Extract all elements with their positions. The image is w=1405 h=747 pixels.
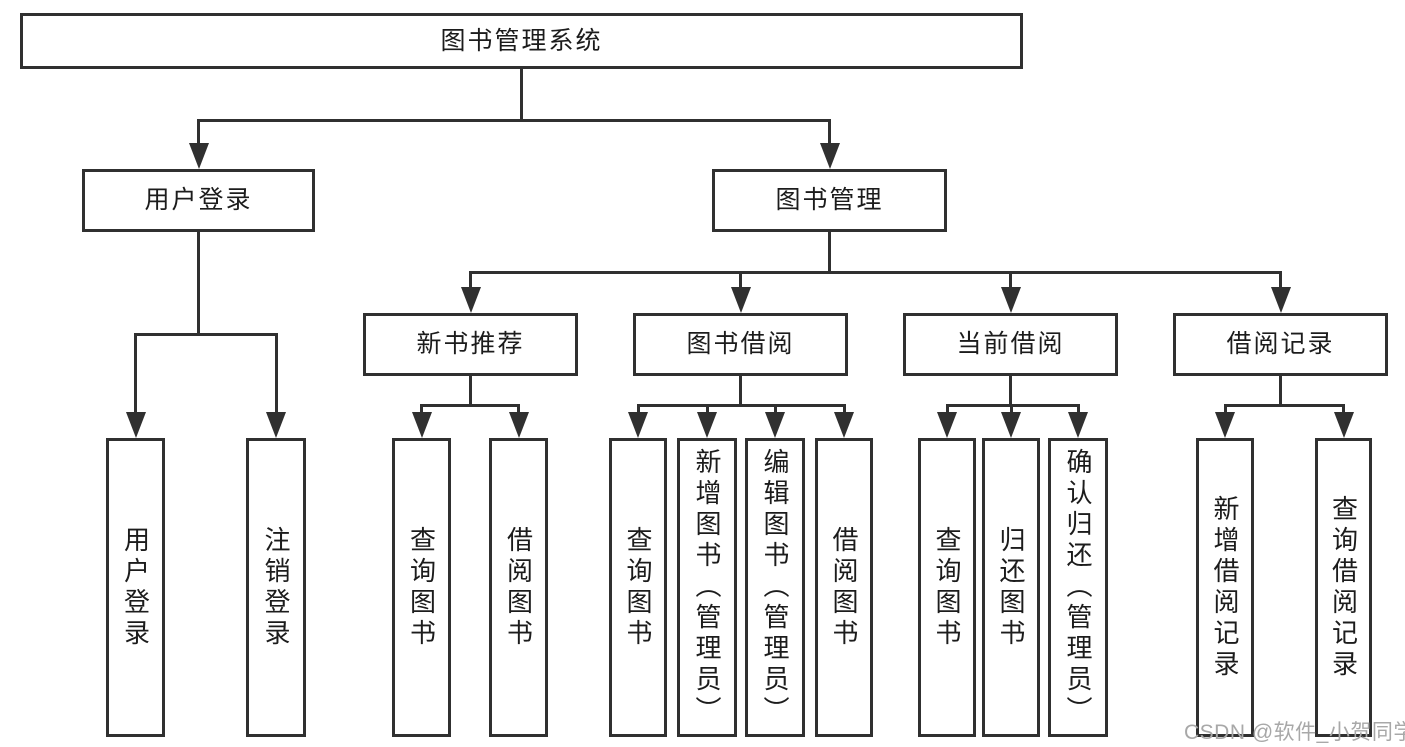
node-new-book-recommend: 新书推荐 xyxy=(363,313,578,376)
arrowhead-down-icon xyxy=(834,412,854,438)
node-book-management: 图书管理 xyxy=(712,169,947,232)
node-leaf-bb-edit-books: 编辑图书（管理员） xyxy=(745,438,805,737)
arrowhead-down-icon xyxy=(188,143,209,169)
arrowhead-down-icon xyxy=(819,143,840,169)
connector-line xyxy=(469,271,472,299)
node-leaf-bb-borrow-books: 借阅图书 xyxy=(815,438,873,737)
node-leaf-br-add-record: 新增借阅记录 xyxy=(1196,438,1254,737)
connector-line xyxy=(469,376,472,407)
node-label-leaf-user-login: 用户登录 xyxy=(120,525,151,650)
node-label-leaf-bb-add-books: 新增图书（管理员） xyxy=(692,448,722,727)
node-label-leaf-bb-query-books: 查询图书 xyxy=(623,525,653,650)
node-root: 图书管理系统 xyxy=(20,13,1023,69)
node-leaf-cb-confirm-return: 确认归还（管理员） xyxy=(1048,438,1108,737)
connector-line xyxy=(469,271,1282,274)
connector-line xyxy=(739,271,742,299)
node-leaf-br-query-record: 查询借阅记录 xyxy=(1315,438,1372,737)
connector-line xyxy=(274,333,278,424)
node-label-leaf-cb-query-books: 查询图书 xyxy=(932,525,962,650)
node-leaf-nbr-query-books: 查询图书 xyxy=(392,438,451,737)
arrowhead-down-icon xyxy=(125,412,146,438)
node-leaf-user-login: 用户登录 xyxy=(106,438,165,737)
node-current-borrowing: 当前借阅 xyxy=(903,313,1118,376)
connector-line xyxy=(197,119,200,155)
connector-line xyxy=(1279,376,1282,407)
connector-line xyxy=(197,232,200,336)
connector-line xyxy=(1009,271,1012,299)
node-leaf-logout: 注销登录 xyxy=(246,438,306,737)
connector-line xyxy=(520,69,523,122)
node-label-leaf-bb-edit-books: 编辑图书（管理员） xyxy=(760,448,790,727)
connector-line xyxy=(1009,376,1012,407)
node-label-book-borrowing: 图书借阅 xyxy=(686,330,795,358)
node-user-login: 用户登录 xyxy=(82,169,315,232)
arrowhead-down-icon xyxy=(1215,412,1235,438)
node-label-leaf-br-add-record: 新增借阅记录 xyxy=(1210,494,1240,681)
arrowhead-down-icon xyxy=(697,412,717,438)
connector-line xyxy=(134,333,278,336)
arrowhead-down-icon xyxy=(1001,412,1021,438)
connector-line xyxy=(945,404,1080,407)
node-label-leaf-br-query-record: 查询借阅记录 xyxy=(1328,494,1359,681)
arrowhead-down-icon xyxy=(1068,412,1088,438)
connector-line xyxy=(420,404,520,407)
node-label-borrowing-records: 借阅记录 xyxy=(1226,330,1335,358)
node-label-user-login: 用户登录 xyxy=(144,186,253,214)
arrowhead-down-icon xyxy=(460,287,481,313)
arrowhead-down-icon xyxy=(1000,287,1021,313)
connector-line xyxy=(134,333,137,424)
connector-line xyxy=(739,376,742,407)
node-label-new-book-recommend: 新书推荐 xyxy=(416,330,525,358)
node-label-leaf-nbr-borrow-books: 借阅图书 xyxy=(503,525,534,650)
arrowhead-down-icon xyxy=(730,287,751,313)
arrowhead-down-icon xyxy=(937,412,957,438)
connector-line xyxy=(828,119,831,155)
arrowhead-down-icon xyxy=(411,412,432,438)
node-book-borrowing: 图书借阅 xyxy=(633,313,848,376)
arrowhead-down-icon xyxy=(266,412,286,438)
node-label-root: 图书管理系统 xyxy=(440,26,603,55)
arrowhead-down-icon xyxy=(1333,412,1354,438)
connector-line xyxy=(636,404,846,407)
connector-line xyxy=(1279,271,1282,299)
node-label-leaf-cb-return-books: 归还图书 xyxy=(996,525,1026,650)
arrowhead-down-icon xyxy=(628,412,648,438)
arrowhead-down-icon xyxy=(765,412,785,438)
connector-line xyxy=(197,119,831,122)
node-label-leaf-cb-confirm-return: 确认归还（管理员） xyxy=(1063,448,1093,727)
watermark: CSDN @软件_小贺同学 xyxy=(1184,721,1405,744)
node-leaf-bb-add-books: 新增图书（管理员） xyxy=(677,438,737,737)
connector-line xyxy=(1223,404,1345,407)
node-label-leaf-nbr-query-books: 查询图书 xyxy=(406,525,437,650)
node-borrowing-records: 借阅记录 xyxy=(1173,313,1388,376)
connector-line xyxy=(828,232,831,274)
node-label-book-management: 图书管理 xyxy=(775,186,884,214)
node-label-current-borrowing: 当前借阅 xyxy=(956,330,1065,358)
node-label-leaf-bb-borrow-books: 借阅图书 xyxy=(829,525,859,650)
node-leaf-cb-return-books: 归还图书 xyxy=(982,438,1040,737)
arrowhead-down-icon xyxy=(1270,287,1291,313)
node-label-leaf-logout: 注销登录 xyxy=(261,525,291,650)
node-leaf-bb-query-books: 查询图书 xyxy=(609,438,667,737)
arrowhead-down-icon xyxy=(508,412,529,438)
node-leaf-nbr-borrow-books: 借阅图书 xyxy=(489,438,548,737)
node-leaf-cb-query-books: 查询图书 xyxy=(918,438,976,737)
